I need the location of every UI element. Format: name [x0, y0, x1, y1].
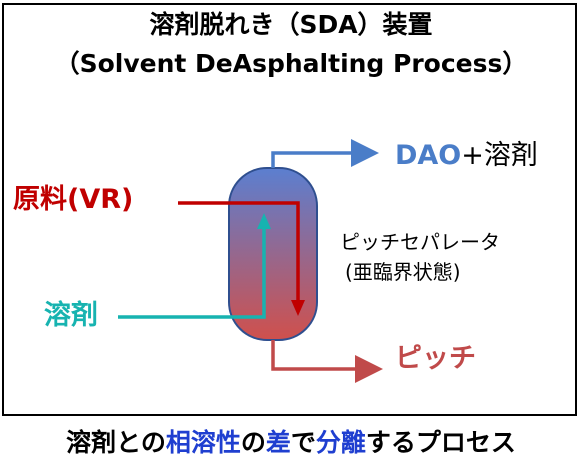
pitch-output-label: ピッチ	[395, 343, 476, 374]
separator-label-line-2: (亜臨界状態)	[345, 260, 461, 284]
solvent-input-label: 溶剤	[44, 300, 98, 331]
feed-arrowhead	[291, 300, 305, 316]
footer-part-1: 溶剤との	[66, 428, 166, 457]
footer-part-4: するプロセス	[365, 428, 516, 457]
footer-highlight-2: 差	[265, 428, 291, 457]
feed-input-label: 原料(VR)	[13, 184, 134, 215]
dao-outlet-line	[271, 139, 379, 168]
footer-part-3: で	[290, 428, 316, 457]
solvent-arrowhead	[257, 213, 271, 229]
footer-highlight-1: 相溶性	[165, 428, 241, 457]
diagram-frame	[2, 3, 577, 416]
footer-part-2: の	[240, 428, 266, 457]
title-line-2: （Solvent DeAsphalting Process）	[54, 49, 528, 78]
title-line-1: 溶剤脱れき（SDA）装置	[149, 10, 433, 39]
dao-text: DAO	[395, 140, 462, 171]
solvent-inlet-line	[118, 226, 266, 319]
separator-label-line-1: ピッチセパレータ	[340, 230, 500, 254]
pitch-outlet-line	[271, 340, 383, 383]
footer-highlight-3: 分離	[315, 428, 366, 457]
footer-caption: 溶剤との相溶性の差で分離するプロセス	[0, 425, 582, 461]
separator-vessel	[228, 167, 318, 341]
dao-output-label: DAO+溶剤	[395, 139, 538, 173]
feed-inlet-line	[178, 201, 300, 303]
dao-plus-solvent-text: +溶剤	[461, 140, 538, 171]
